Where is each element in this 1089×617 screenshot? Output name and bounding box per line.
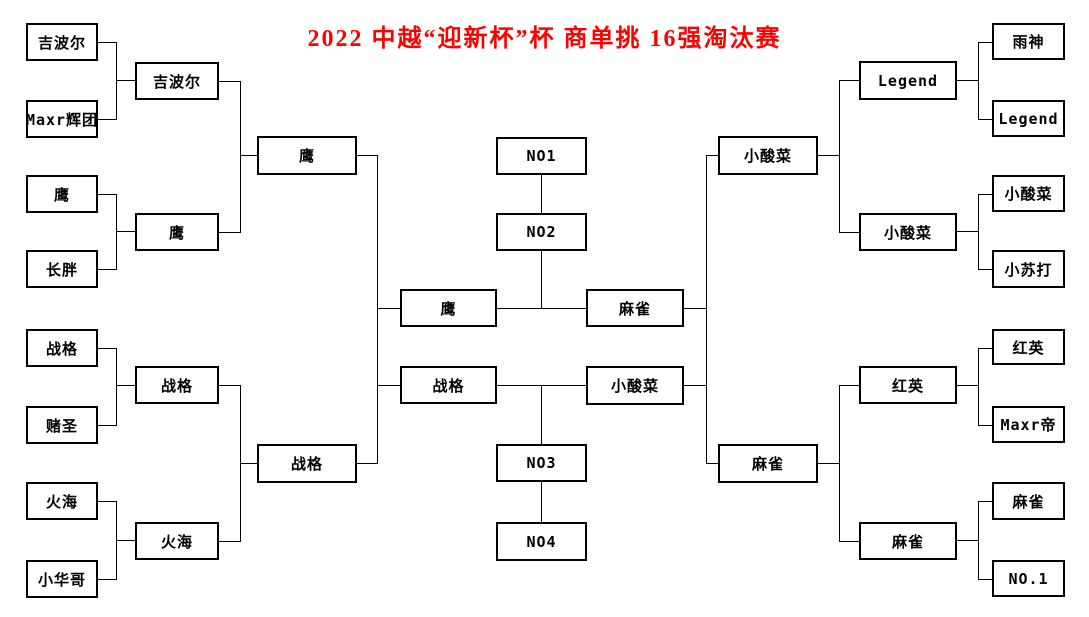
connector-line: [497, 385, 586, 386]
bracket-box-left-quarterfinal-2: 战格: [257, 444, 357, 483]
connector-line: [978, 348, 979, 426]
bracket-box-left-round2-4: 火海: [135, 522, 219, 560]
connector-line: [839, 385, 859, 386]
bracket-box-center-1: NO1: [496, 137, 587, 175]
connector-line: [240, 81, 241, 233]
connector-line: [541, 251, 542, 309]
bracket-box-left-round1-5: 战格: [26, 329, 98, 367]
bracket-box-left-round1-4: 长胖: [26, 250, 98, 288]
connector-line: [818, 155, 839, 156]
bracket-box-left-round1-1: 吉波尔: [26, 23, 98, 61]
bracket-box-left-quarterfinal-1: 鹰: [257, 136, 357, 175]
bracket-box-right-round2-2: 小酸菜: [859, 213, 957, 251]
connector-line: [684, 385, 706, 386]
bracket-box-right-quarterfinal-1: 小酸菜: [718, 136, 818, 175]
bracket-box-right-round2-1: Legend: [859, 61, 957, 100]
connector-line: [541, 386, 542, 444]
connector-line: [240, 155, 257, 156]
bracket-box-right-round1-1: 雨神: [992, 23, 1065, 60]
connector-line: [978, 348, 992, 349]
connector-line: [98, 119, 116, 120]
connector-line: [839, 541, 859, 542]
connector-line: [377, 308, 400, 309]
bracket-box-right-round1-6: Maxr帝: [992, 406, 1065, 443]
connector-line: [541, 175, 542, 213]
connector-line: [116, 80, 135, 81]
connector-line: [978, 42, 979, 120]
connector-line: [240, 463, 257, 464]
connector-line: [98, 42, 116, 43]
connector-line: [818, 463, 839, 464]
connector-line: [978, 501, 979, 580]
connector-line: [978, 425, 992, 426]
bracket-box-right-round1-2: Legend: [992, 100, 1065, 137]
bracket-box-right-round2-4: 麻雀: [859, 522, 957, 560]
bracket-box-right-round1-3: 小酸菜: [992, 175, 1065, 212]
bracket-box-right-quarterfinal-2: 麻雀: [718, 444, 818, 483]
bracket-box-center-4: NO4: [496, 522, 587, 561]
connector-line: [978, 119, 992, 120]
connector-line: [957, 231, 978, 232]
connector-line: [377, 385, 400, 386]
connector-line: [706, 155, 718, 156]
connector-line: [116, 42, 117, 120]
connector-line: [116, 231, 135, 232]
bracket-box-left-semifinal-1: 鹰: [400, 289, 497, 327]
connector-line: [116, 540, 135, 541]
connector-line: [98, 501, 116, 502]
bracket-box-left-round2-1: 吉波尔: [135, 62, 219, 100]
bracket-box-left-round2-3: 战格: [135, 366, 219, 404]
connector-line: [116, 385, 135, 386]
connector-line: [839, 385, 840, 542]
connector-line: [978, 501, 992, 502]
connector-line: [839, 80, 840, 233]
bracket-box-left-round1-7: 火海: [26, 482, 98, 520]
connector-line: [497, 308, 586, 309]
connector-line: [706, 155, 707, 464]
connector-line: [219, 541, 240, 542]
bracket-box-left-round1-6: 赌圣: [26, 406, 98, 444]
connector-line: [219, 81, 240, 82]
connector-line: [957, 80, 978, 81]
connector-line: [377, 155, 378, 464]
connector-line: [978, 269, 992, 270]
bracket-box-left-semifinal-2: 战格: [400, 366, 497, 404]
bracket-box-left-round1-3: 鹰: [26, 175, 98, 213]
connector-line: [839, 232, 859, 233]
bracket-box-right-round1-5: 红英: [992, 329, 1065, 365]
connector-line: [98, 194, 116, 195]
bracket-box-left-round1-2: Maxr辉团: [26, 100, 98, 138]
connector-line: [978, 579, 992, 580]
bracket-box-center-2: NO2: [496, 213, 587, 251]
connector-line: [98, 348, 116, 349]
connector-line: [116, 348, 117, 426]
connector-line: [219, 232, 240, 233]
tournament-title: 2022 中越“迎新杯”杯 商单挑 16强淘汰赛: [307, 26, 782, 52]
connector-line: [978, 194, 992, 195]
connector-line: [357, 155, 377, 156]
bracket-box-right-round1-7: 麻雀: [992, 482, 1065, 520]
bracket-box-right-round1-8: NO.1: [992, 560, 1065, 597]
connector-line: [684, 308, 706, 309]
connector-line: [957, 385, 978, 386]
connector-line: [116, 194, 117, 270]
connector-line: [839, 80, 859, 81]
connector-line: [98, 425, 116, 426]
connector-line: [98, 579, 116, 580]
bracket-box-right-semifinal-1: 麻雀: [586, 289, 684, 327]
connector-line: [978, 194, 979, 270]
bracket-box-center-3: NO3: [496, 444, 587, 482]
bracket-box-right-semifinal-2: 小酸菜: [586, 366, 684, 405]
connector-line: [98, 269, 116, 270]
bracket-box-left-round1-8: 小华哥: [26, 560, 98, 598]
connector-line: [541, 482, 542, 522]
bracket-box-left-round2-2: 鹰: [135, 213, 219, 251]
bracket-box-right-round1-4: 小苏打: [992, 250, 1065, 288]
connector-line: [357, 463, 377, 464]
connector-line: [957, 540, 978, 541]
connector-line: [978, 42, 992, 43]
connector-line: [219, 385, 240, 386]
bracket-box-right-round2-3: 红英: [859, 366, 957, 404]
connector-line: [706, 463, 718, 464]
